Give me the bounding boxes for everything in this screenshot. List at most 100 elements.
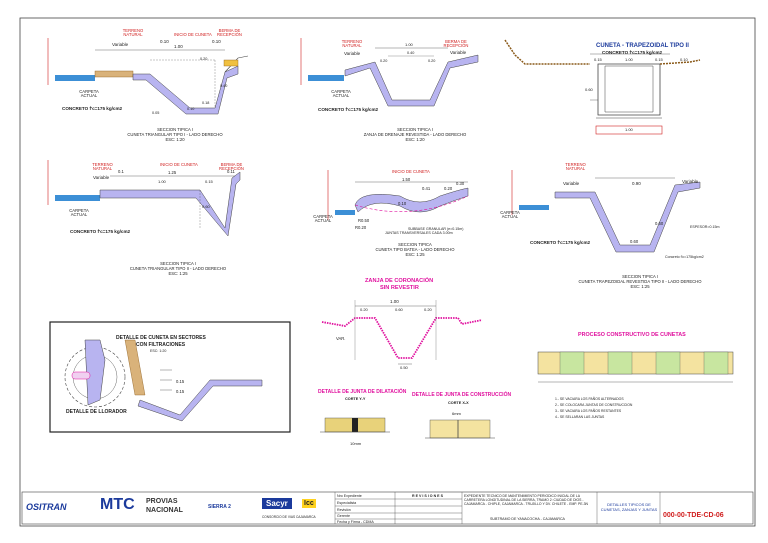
s3-title: CUNETA - TRAPEZOIDAL TIPO II bbox=[596, 43, 689, 49]
s5-junta-label: JUNTAS TRANSVERSALES CADA 3.00m bbox=[385, 231, 453, 235]
junta-dilatacion-drawing bbox=[320, 417, 390, 433]
s1-caption-0: SECCION TIPICA I bbox=[157, 127, 193, 132]
s3-dim-3: 0.10 bbox=[680, 57, 688, 62]
s2-caption-1: ZANJA DE DRENAJE REVESTIDA - LADO DERECH… bbox=[363, 132, 467, 137]
s1-dim-2: 0.10 bbox=[212, 39, 221, 44]
tb-row-2: Revisión bbox=[337, 508, 351, 512]
construccion-corte: CORTE X-X bbox=[448, 401, 469, 405]
s1-terreno-label: TERRENO NATURAL bbox=[122, 28, 144, 38]
s3-dim-0: 0.15 bbox=[594, 57, 602, 62]
section-batea-ditch bbox=[327, 170, 469, 220]
ositran-logo: OSITRAN bbox=[26, 502, 67, 512]
s5-dim-1: 0.41 bbox=[422, 186, 431, 191]
s6-concreto-label: CONCRETO f'c=175 kg/cm2 bbox=[530, 240, 591, 245]
detalle-dim-1: 0.15 bbox=[176, 389, 185, 394]
s3-dim-5: 1.00 bbox=[625, 127, 633, 132]
s1-dim-0: 0.10 bbox=[160, 39, 169, 44]
zanja-coronacion-drawing bbox=[321, 300, 483, 365]
s4-dim-1: 1.25 bbox=[168, 170, 177, 175]
s1-concreto-label: CONCRETO f'c=175 kg/cm2 bbox=[62, 106, 123, 111]
s2-variable-label: Variable bbox=[344, 51, 361, 56]
s4-dim-3: 1.00 bbox=[158, 179, 166, 184]
s5-dim-6: R0.20 bbox=[355, 225, 367, 230]
provias-logo-line1: PROVIAS bbox=[146, 498, 178, 505]
zanja-dim-4: 0.50 bbox=[400, 365, 408, 370]
s1-variable-label: Variable bbox=[112, 42, 129, 47]
s6-caption-0: SECCION TIPICA I bbox=[622, 274, 658, 279]
section-trapezoidal-revestida bbox=[511, 170, 701, 253]
s1-dim-4: 0.20 bbox=[200, 57, 208, 61]
s5-subbase-label: SUBBASE GRANULAR (e=0.15m) bbox=[408, 227, 464, 231]
s2-dim-1: 0.40 bbox=[407, 51, 415, 55]
title-block-grid bbox=[334, 492, 661, 524]
detalle-llorador-label: DETALLE DE LLORADOR bbox=[66, 409, 127, 415]
construccion-dim: 6mm bbox=[452, 411, 461, 416]
provias-logo-line2: NACIONAL bbox=[146, 507, 183, 514]
s5-dim-4: 0.30 bbox=[456, 181, 465, 186]
icc-logo: Icc bbox=[302, 499, 316, 508]
proceso-note-3: 4.- SE SELLARAN LAS JUNTAS bbox=[555, 415, 605, 419]
s2-berma-label: BERMA DE RECEPCIÓN bbox=[443, 39, 469, 49]
tb-row-3: Gerente bbox=[337, 514, 350, 518]
tb-row-4: Fecha y Firma - CDMA bbox=[337, 520, 374, 524]
s6-variable-label: Variable bbox=[563, 181, 580, 186]
dilatacion-corte: CORTE Y-Y bbox=[345, 397, 366, 401]
s4-variable-label: Variable bbox=[93, 175, 110, 180]
s2-caption-2: ESC: 1:20 bbox=[405, 137, 425, 142]
sheet-title: DETALLES TIPICOS DE CUNETAS, ZANJAS Y JU… bbox=[600, 502, 658, 512]
zanja-dim-2: 0.60 bbox=[395, 307, 403, 312]
sacyr-logo: Sacyr bbox=[262, 498, 292, 509]
proceso-note-1: 2.- SE COLOCARA JUNTAS DE CONSTRUCCION bbox=[555, 403, 633, 407]
s1-dim-1: 1.00 bbox=[174, 44, 183, 49]
s4-dim-5: 0.60 bbox=[202, 204, 210, 209]
s2-concreto-label: CONCRETO f'c=175 kg/cm2 bbox=[318, 107, 379, 112]
title-block-frame bbox=[21, 491, 754, 525]
s6-concreto-small-label: Concreto f'c=175kg/cm2 bbox=[665, 255, 704, 259]
detalle-esc: ESC: 1:20 bbox=[150, 349, 167, 353]
section-triangular-type-1 bbox=[47, 38, 249, 115]
s1-berma-label: BERMA DE RECEPCIÓN bbox=[217, 28, 242, 38]
s5-dim-2: 0.20 bbox=[444, 186, 453, 191]
sheet-number: 000-00-TDE-CD-06 bbox=[663, 512, 724, 519]
s2-dim-0: 1.00 bbox=[405, 42, 413, 47]
s5-dim-5: R0.50 bbox=[358, 218, 370, 223]
proceso-title: PROCESO CONSTRUCTIVO DE CUNETAS bbox=[578, 332, 686, 338]
detalle-title-0: DETALLE DE CUNETA EN SECTORES bbox=[116, 335, 206, 341]
s2-caption-0: SECCION TIPICA I bbox=[397, 127, 433, 132]
s4-dim-2: 0.11 bbox=[227, 169, 235, 174]
zanja-dim-0: 1.00 bbox=[390, 299, 399, 304]
s4-carpeta-label: CARPETA ACTUAL bbox=[69, 208, 89, 218]
mtc-logo: MTC bbox=[100, 496, 135, 513]
s1-dim-6: 0.18 bbox=[202, 101, 210, 105]
proceso-note-0: 1.- SE VACIARA LOS PAÑOS ALTERNADOS bbox=[555, 397, 624, 401]
zanja-title-0: ZANJA DE CORONACIÓN bbox=[365, 278, 434, 284]
s5-caption-0: SECCION TIPICA bbox=[398, 242, 432, 247]
s4-berma-label: BERMA DE RECEPCIÓN bbox=[219, 162, 244, 172]
s3-dim-2: 0.15 bbox=[655, 57, 663, 62]
s6-caption-2: ESC: 1:25 bbox=[630, 284, 650, 289]
zanja-dim-5: VAR. bbox=[336, 336, 346, 341]
s4-dim-0: 0.1 bbox=[118, 169, 124, 174]
dilatacion-title: DETALLE DE JUNTA DE DILATACIÓN bbox=[318, 389, 407, 395]
detalle-dim-0: 0.15 bbox=[176, 379, 185, 384]
s1-inicio-label: INICIO DE CUNETA bbox=[174, 32, 212, 37]
s4-caption-1: CUNETA TRIANGULAR TIPO II - LADO DERECHO bbox=[129, 266, 227, 271]
s6-dim-2: 0.60 bbox=[630, 239, 639, 244]
detalle-filtraciones-box bbox=[49, 321, 291, 433]
s4-caption-2: ESC: 1:25 bbox=[168, 271, 188, 276]
dilatacion-dim: 10mm bbox=[350, 441, 362, 446]
zanja-title-1: SIN REVESTIR bbox=[380, 285, 419, 291]
s6-dim-0: 0.90 bbox=[632, 181, 641, 186]
sector-label: SUBTRAMO DE YANACOCHA - CAJAMARCA bbox=[490, 517, 565, 521]
s5-dim-0: 1.50 bbox=[402, 177, 411, 182]
s6-variable2-label: Variable bbox=[682, 179, 699, 184]
sheet-border bbox=[19, 17, 756, 527]
sierra-logo: SIERRA 2 bbox=[208, 504, 231, 510]
consorcio-label: CONSORCIO DE VIAS CAJAMARCA bbox=[262, 515, 316, 519]
s3-concreto-label: CONCRETO f'c=175 kg/cm2 bbox=[602, 50, 663, 55]
s1-caption-2: ESC: 1:20 bbox=[165, 137, 185, 142]
s1-dim-7: 0.05 bbox=[152, 111, 160, 115]
s1-dim-5: 0.10 bbox=[187, 107, 195, 111]
construccion-title: DETALLE DE JUNTA DE CONSTRUCCIÓN bbox=[412, 392, 512, 398]
